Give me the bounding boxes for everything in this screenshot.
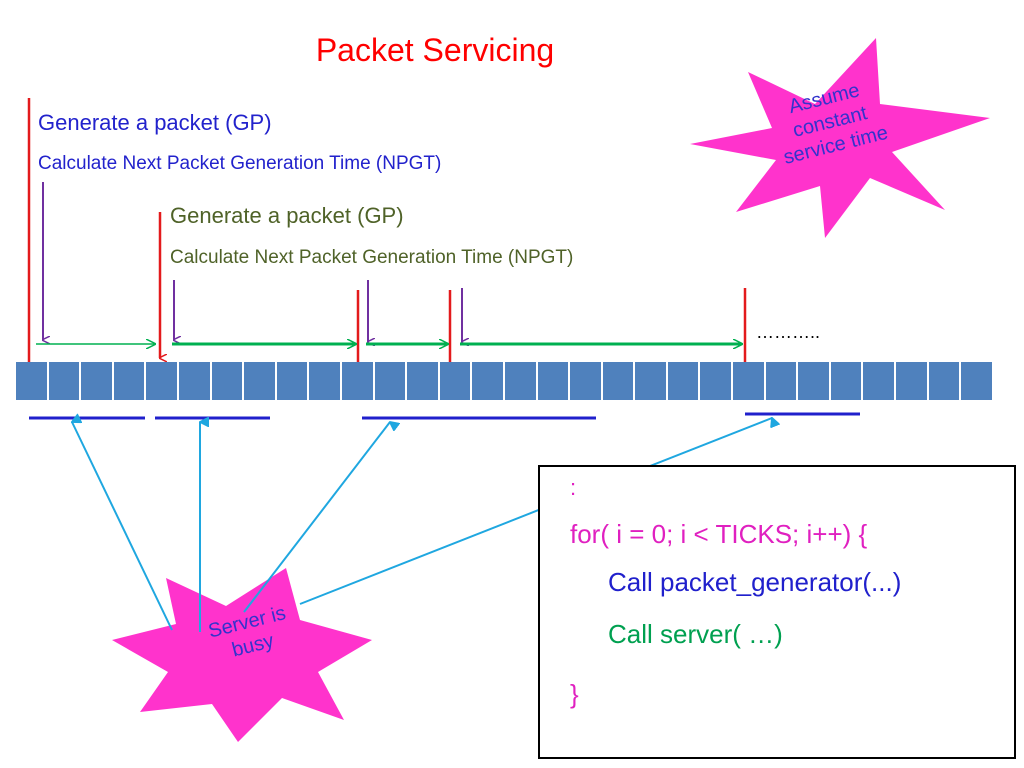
code-closing-brace: } [570, 679, 579, 709]
gp-arrows [27, 98, 745, 368]
timeline-cell [896, 362, 929, 400]
timeline-cell [961, 362, 992, 400]
timeline-cell [439, 362, 473, 400]
continuation-dots: ……….. [756, 322, 821, 342]
timeline-cell [504, 362, 538, 400]
timeline-cell [798, 362, 831, 400]
code-for-line: for( i = 0; i < TICKS; i++) { [570, 519, 868, 549]
timeline-cell [570, 362, 603, 400]
timeline-cell [309, 362, 342, 400]
timeline-cell [48, 362, 82, 400]
timeline-cell [472, 362, 505, 400]
timeline-cell [602, 362, 636, 400]
timeline-cell [830, 362, 864, 400]
timeline-cell [635, 362, 668, 400]
timeline-cell [81, 362, 114, 400]
timeline-cell [211, 362, 245, 400]
timeline-cell [16, 362, 49, 400]
code-box: : for( i = 0; i < TICKS; i++) { Call pac… [538, 465, 1016, 759]
timeline-cell [276, 362, 310, 400]
timeline-cell [244, 362, 277, 400]
timeline-cell [928, 362, 962, 400]
timeline-cell [733, 362, 766, 400]
timeline-cell [341, 362, 375, 400]
timeline-cell [700, 362, 734, 400]
npgt-arrows [42, 182, 462, 342]
npgt-label-second: Calculate Next Packet Generation Time (N… [170, 247, 574, 268]
code-server-call: Call server( …) [608, 619, 783, 649]
npgt-label-first: Calculate Next Packet Generation Time (N… [38, 153, 442, 174]
code-generator-call: Call packet_generator(...) [608, 567, 902, 597]
assume-starburst [690, 38, 990, 238]
timeline-cell [178, 362, 212, 400]
slide-title: Packet Servicing [315, 32, 555, 68]
code-colon: : [570, 475, 577, 500]
gp-label-second: Generate a packet (GP) [170, 203, 404, 228]
busy-bars [29, 412, 860, 420]
pointer-line-3 [243, 422, 390, 613]
timeline-cell [374, 362, 408, 400]
pointer-line-1 [72, 422, 173, 631]
gp-label-first: Generate a packet (GP) [38, 110, 272, 135]
busy-pointers [72, 418, 772, 632]
timeline-cell [407, 362, 440, 400]
timeline-cell [765, 362, 799, 400]
timeline-cell [146, 362, 179, 400]
timeline-cell [113, 362, 147, 400]
timeline-cell [863, 362, 897, 400]
pointer-line-4 [299, 418, 772, 605]
timeline-ticks [16, 362, 992, 400]
timeline-cell [667, 362, 701, 400]
timeline-cell [537, 362, 571, 400]
server-busy-starburst [112, 568, 372, 742]
